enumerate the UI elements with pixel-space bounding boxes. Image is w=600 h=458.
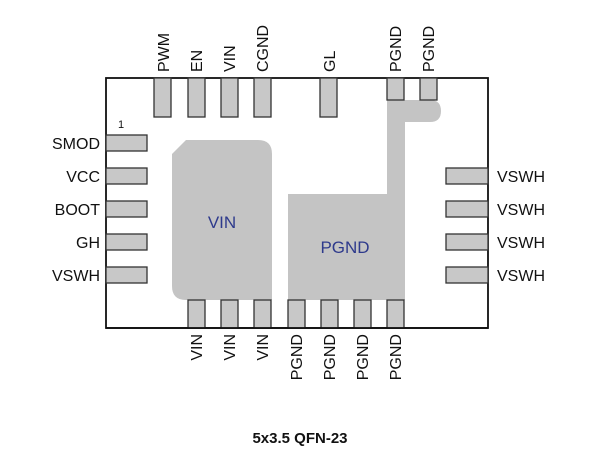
left-pin [105,200,148,218]
bottom-pin [187,299,206,329]
top-pin [419,77,438,101]
top-pins [153,77,438,118]
left-pin [105,233,148,251]
top-pin-label: PGND [421,26,438,72]
bottom-pin-label: VIN [189,334,206,361]
top-pin [153,77,172,118]
left-pin-label: VCC [66,169,100,186]
top-pin [319,77,338,118]
bottom-pin [353,299,372,329]
vin-pad-label: VIN [208,213,236,232]
left-pin [105,167,148,185]
bottom-pin [386,299,405,329]
top-pin-label: GL [322,51,339,72]
right-pin [445,200,489,218]
top-pin [187,77,206,118]
bottom-pin-label: PGND [388,334,405,380]
left-pin-label: SMOD [52,136,100,153]
left-pin [105,134,148,152]
pgnd-exposed-pad [288,100,441,300]
bottom-pin-label: PGND [289,334,306,380]
bottom-pin [220,299,239,329]
pin1-marker: 1 [118,119,124,131]
package-caption: 5x3.5 QFN-23 [252,430,347,447]
right-pin-label: VSWH [497,235,545,252]
bottom-pin [320,299,339,329]
right-pin [445,266,489,284]
top-pin [386,77,405,101]
vin-exposed-pad [172,140,272,300]
bottom-pin-label: VIN [255,334,272,361]
left-pin [105,266,148,284]
bottom-pin [287,299,306,329]
top-pin-label: VIN [222,45,239,72]
bottom-pin-label: PGND [322,334,339,380]
right-pin-label: VSWH [497,202,545,219]
pgnd-pad-label: PGND [320,238,369,257]
right-pin [445,233,489,251]
bottom-pins [187,299,405,329]
left-pin-label: GH [76,235,100,252]
top-pin-label: PWM [156,33,173,72]
bottom-pin-label: VIN [222,334,239,361]
left-pin-label: BOOT [55,202,101,219]
bottom-pin-label: PGND [355,334,372,380]
left-pin-label: VSWH [52,268,100,285]
top-pin-label: EN [189,50,206,72]
top-pin [253,77,272,118]
right-pin [445,167,489,185]
top-pin-label: CGND [255,25,272,72]
right-pin-label: VSWH [497,169,545,186]
top-pin [220,77,239,118]
left-pins [105,134,148,284]
bottom-pin [253,299,272,329]
top-pin-label: PGND [388,26,405,72]
right-pins [445,167,489,284]
right-pin-label: VSWH [497,268,545,285]
